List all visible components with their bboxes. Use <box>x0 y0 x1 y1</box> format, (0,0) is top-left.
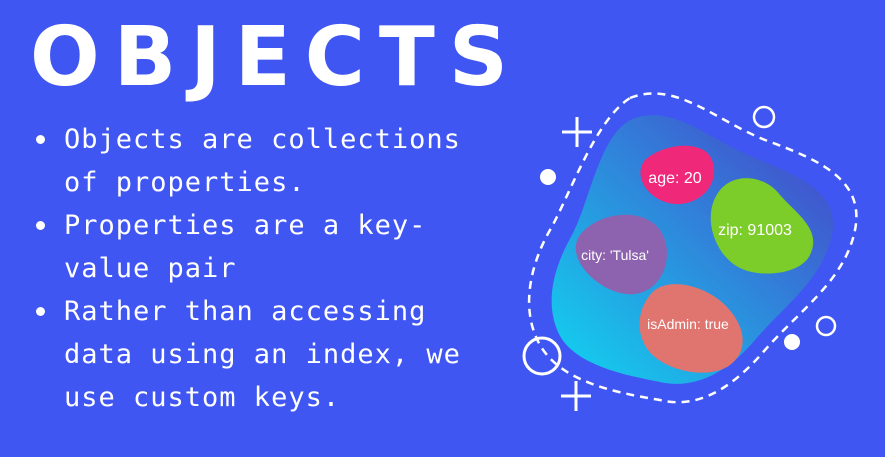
plus-icon <box>562 117 592 147</box>
object-blob-illustration: age: 20 zip: 91003 city: 'Tulsa' isAdmin… <box>522 92 858 411</box>
ring-icon <box>522 336 562 376</box>
page-title: OBJECTS <box>30 10 522 105</box>
age-blob <box>640 145 715 205</box>
bullet-list: Objects are collections of properties. P… <box>34 118 504 419</box>
zip-blob <box>710 178 814 274</box>
isadmin-label: isAdmin: true <box>647 316 729 332</box>
city-label: city: 'Tulsa' <box>581 247 649 263</box>
dot-icon <box>540 169 556 185</box>
dashed-outline <box>527 92 858 404</box>
bullet-item: Rather than accessing data using an inde… <box>34 290 504 419</box>
isadmin-blob <box>639 284 743 373</box>
plus-icon <box>561 381 591 411</box>
city-blob <box>575 214 667 295</box>
ring-icon <box>752 105 776 129</box>
zip-label: zip: 91003 <box>718 222 792 239</box>
age-label: age: 20 <box>648 170 701 187</box>
bullet-item: Objects are collections of properties. <box>34 118 504 204</box>
dot-icon <box>784 334 800 350</box>
bullet-item: Properties are a key-value pair <box>34 204 504 290</box>
ring-icon <box>815 315 837 337</box>
